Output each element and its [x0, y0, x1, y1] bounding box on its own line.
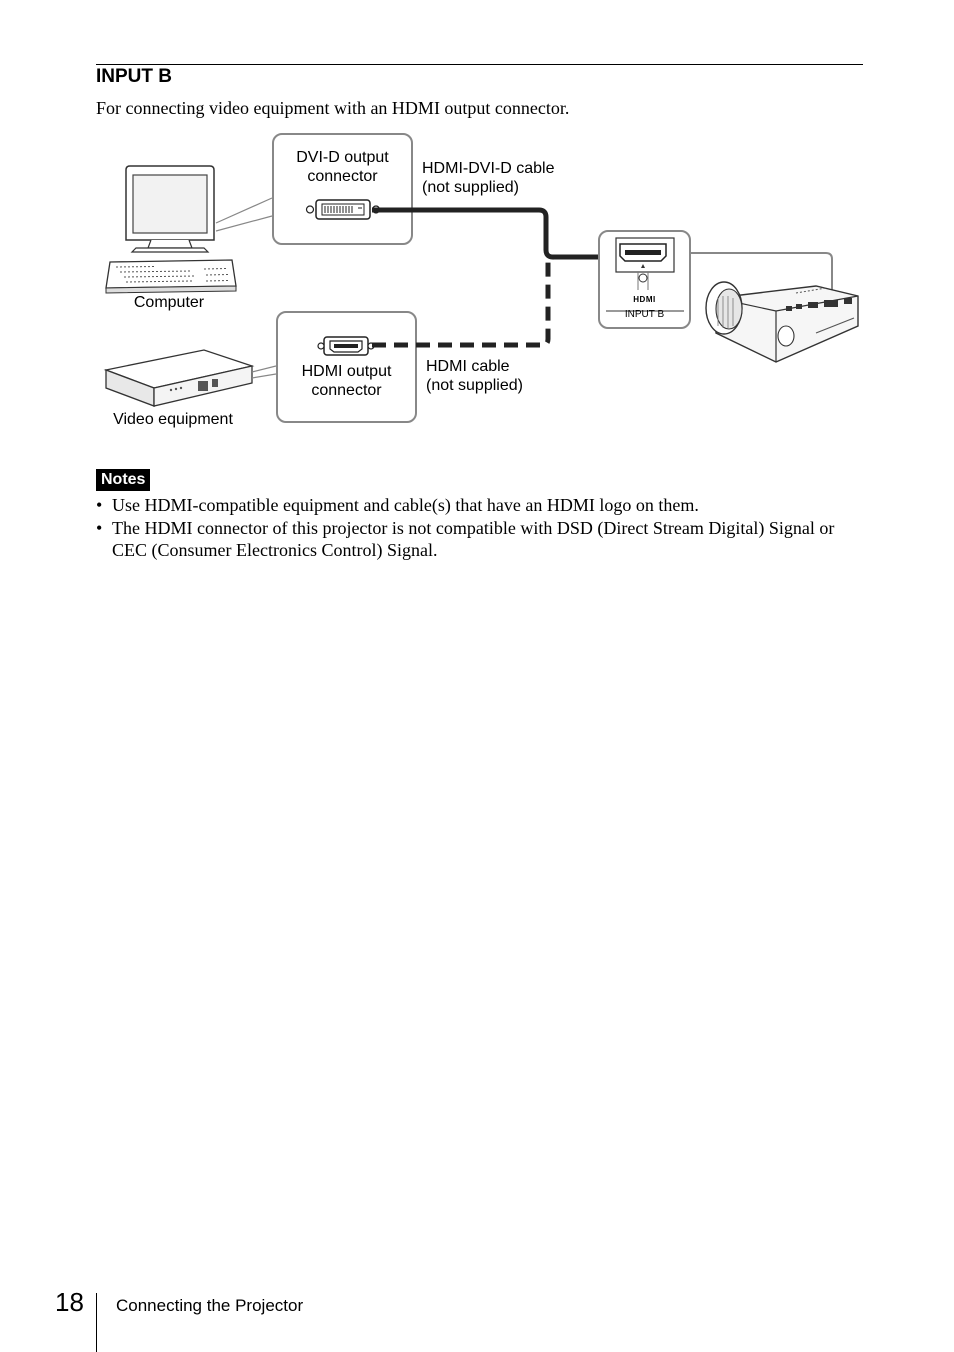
dvi-callout-box — [272, 133, 413, 245]
dvi-callout-line-1: DVI-D output — [296, 149, 389, 166]
hdmi-dvi-cable-line-2: (not supplied) — [422, 179, 519, 196]
computer-label: Computer — [133, 294, 205, 311]
hdmi-cable-line — [372, 254, 555, 348]
dvi-connector-icon — [305, 199, 381, 220]
note-item: The HDMI connector of this projector is … — [96, 517, 866, 562]
dvi-callout-line-2: connector — [307, 168, 378, 185]
input-b-port-label: INPUT B — [624, 309, 665, 320]
computer-illustration — [105, 165, 273, 294]
dvi-callout-label: DVI-D output connector — [273, 148, 412, 186]
hdmi-logo-text: HDMI — [633, 295, 656, 304]
hdmi-cable-line-2: (not supplied) — [426, 377, 523, 394]
projector-leader-line — [690, 252, 833, 300]
hdmi-dvi-cable-line-1: HDMI-DVI-D cable — [422, 160, 555, 177]
section-title: INPUT B — [96, 66, 172, 87]
projector-hdmi-port-icon — [606, 237, 684, 312]
projector-illustration — [705, 281, 859, 363]
page-number: 18 — [55, 1287, 84, 1317]
intro-text: For connecting video equipment with an H… — [96, 98, 570, 118]
hdmi-connector-icon — [317, 336, 375, 356]
hdmi-callout-line-1: HDMI output — [301, 363, 392, 380]
video-equipment-illustration — [103, 349, 277, 407]
hdmi-callout-label: HDMI output connector — [277, 362, 416, 400]
footer-rule — [96, 1293, 97, 1352]
notes-list: Use HDMI-compatible equipment and cable(… — [96, 494, 866, 562]
connection-diagram: Computer Video equipment DVI-D output co… — [96, 128, 876, 438]
footer-section-name: Connecting the Projector — [116, 1296, 304, 1315]
hdmi-callout-line-2: connector — [311, 382, 382, 399]
hdmi-cable-line-1: HDMI cable — [426, 358, 510, 375]
hdmi-cable-label: HDMI cable (not supplied) — [426, 357, 523, 395]
header-rule — [96, 64, 863, 65]
connection-diagram-graphic — [103, 133, 859, 423]
hdmi-dvi-cable-label: HDMI-DVI-D cable (not supplied) — [422, 159, 554, 197]
video-equipment-label: Video equipment — [113, 411, 233, 428]
notes-badge: Notes — [96, 469, 151, 491]
hdmi-callout-box — [276, 311, 417, 423]
hdmi-dvi-cable-line — [372, 207, 621, 260]
note-item: Use HDMI-compatible equipment and cable(… — [96, 494, 866, 517]
